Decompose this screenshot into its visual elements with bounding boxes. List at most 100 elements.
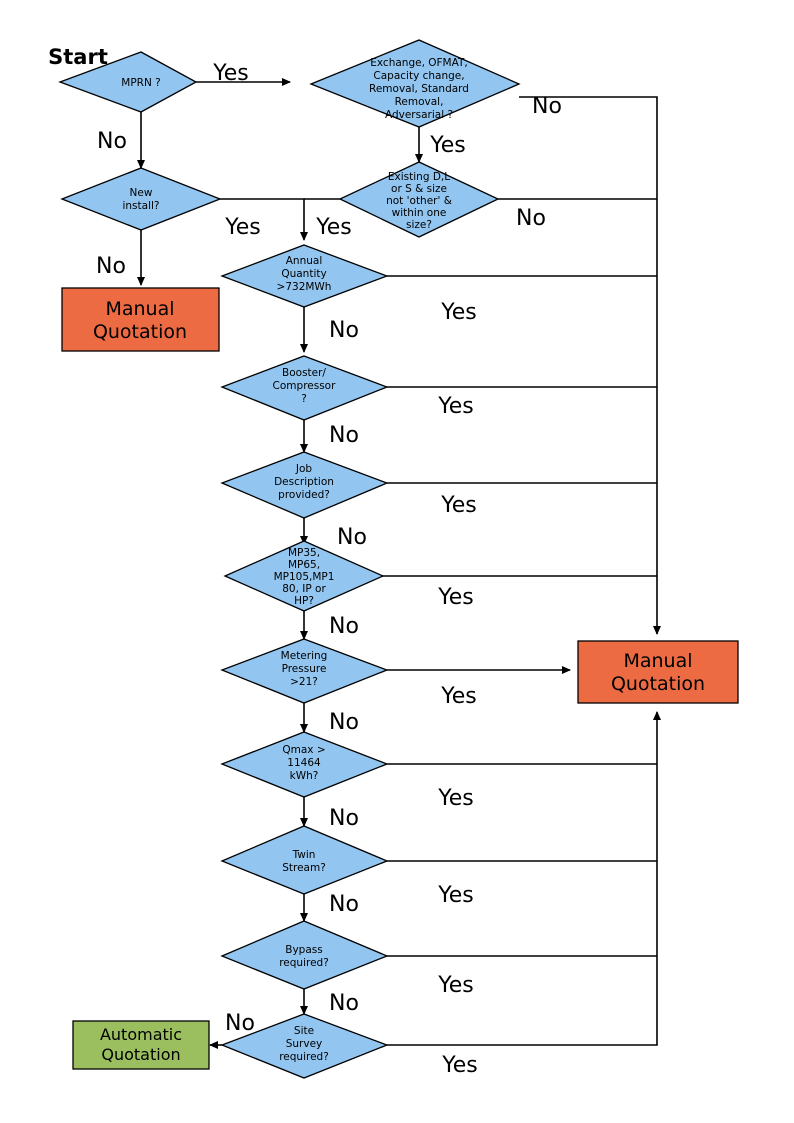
node-existing-line-1: or S & size	[391, 183, 447, 195]
edge-labels: Start Yes No No Yes Yes No Yes No Yes No…	[48, 45, 562, 1078]
decision-diamond-qmax[interactable]	[220, 731, 389, 798]
label-exchange-yes: Yes	[429, 133, 466, 158]
node-mpclass-line-4: HP?	[294, 595, 314, 607]
decision-diamond-booster[interactable]	[220, 355, 389, 421]
node-metering-line-1: Pressure	[282, 663, 327, 675]
decision-diamond-sitesurvey[interactable]	[220, 1013, 389, 1079]
node-booster-line-1: Compressor	[273, 380, 337, 392]
node-automatic-quotation[interactable]: Automatic Quotation	[72, 1020, 210, 1070]
label-exchange-no: No	[532, 94, 562, 119]
decision-diamond-metering[interactable]	[220, 638, 389, 704]
node-existing-line-4: size?	[406, 219, 432, 231]
node-annual-line-0: Annual	[286, 255, 323, 267]
decision-diamond-mprn[interactable]	[58, 51, 198, 113]
label-mpclass-no: No	[329, 614, 359, 639]
node-manual-right-line-1: Quotation	[611, 673, 705, 695]
node-mprn[interactable]: MPRN ?	[58, 51, 198, 113]
label-booster-no: No	[329, 423, 359, 448]
label-jobdesc-no: No	[337, 525, 367, 550]
node-exchange-line-1: Capacity change,	[373, 70, 464, 82]
node-manual-quotation-right[interactable]: Manual Quotation	[577, 640, 739, 704]
label-bypass-yes: Yes	[437, 973, 474, 998]
node-qmax-line-0: Qmax >	[282, 744, 325, 756]
node-booster-line-0: Booster/	[282, 367, 326, 379]
node-manual-quotation-left[interactable]: Manual Quotation	[61, 287, 220, 352]
terminal-box-manual-right[interactable]	[577, 640, 739, 704]
node-twin-line-1: Stream?	[282, 862, 326, 874]
label-sitesurvey-no: No	[225, 1011, 255, 1036]
decision-diamond-newinstall[interactable]	[60, 167, 222, 231]
node-twin-line-0: Twin	[292, 849, 316, 861]
edge-exchange-no	[519, 96, 661, 635]
label-booster-yes: Yes	[437, 394, 474, 419]
label-sitesurvey-yes: Yes	[441, 1053, 478, 1078]
label-bypass-no: No	[329, 991, 359, 1016]
node-annual-line-1: Quantity	[281, 268, 326, 280]
node-booster[interactable]: Booster/ Compressor ?	[220, 355, 389, 421]
decision-diamond-exchange[interactable]	[309, 39, 521, 128]
node-mprn-line-0: MPRN ?	[121, 77, 160, 89]
node-mpclass-line-3: 80, IP or	[282, 583, 326, 595]
label-twin-no: No	[329, 892, 359, 917]
node-exchange-line-2: Removal, Standard	[369, 83, 469, 95]
label-metering-no: No	[329, 710, 359, 735]
decision-diamond-twin[interactable]	[220, 825, 389, 895]
node-mpclass-line-2: MP105,MP1	[274, 571, 335, 583]
decision-diamond-existing[interactable]	[338, 161, 500, 238]
label-metering-yes: Yes	[440, 684, 477, 709]
node-bypass[interactable]: Bypass required?	[220, 920, 389, 990]
decision-diamond-jobdesc[interactable]	[220, 451, 389, 519]
node-existing[interactable]: Existing D,L or S & size not 'other' & w…	[338, 161, 500, 238]
node-metering-line-0: Metering	[281, 650, 328, 662]
node-manual-right-line-0: Manual	[623, 650, 692, 672]
node-automatic-line-0: Automatic	[100, 1025, 182, 1044]
node-mpclass-line-1: MP65,	[288, 559, 320, 571]
node-existing-line-0: Existing D,L	[388, 171, 450, 183]
edge-sitesurvey-yes	[387, 711, 661, 1046]
node-qmax[interactable]: Qmax > 11464 kWh?	[220, 731, 389, 798]
label-mprn-no: No	[97, 129, 127, 154]
node-jobdesc[interactable]: Job Description provided?	[220, 451, 389, 519]
node-sitesurvey-line-2: required?	[279, 1051, 329, 1063]
node-exchange-line-3: Removal,	[395, 96, 444, 108]
label-annual-no: No	[329, 318, 359, 343]
node-manual-left-line-1: Quotation	[93, 321, 187, 343]
node-automatic-line-1: Quotation	[101, 1045, 180, 1064]
node-exchange-line-4: Adversarial ?	[385, 109, 453, 121]
start-label: Start	[48, 45, 108, 69]
node-exchange[interactable]: Exchange, OFMAT, Capacity change, Remova…	[309, 39, 521, 128]
node-existing-line-3: within one	[392, 207, 447, 219]
label-qmax-yes: Yes	[437, 786, 474, 811]
node-qmax-line-1: 11464	[287, 757, 321, 769]
node-sitesurvey-line-1: Survey	[286, 1038, 323, 1050]
node-sitesurvey-line-0: Site	[294, 1025, 314, 1037]
label-twin-yes: Yes	[437, 883, 474, 908]
decision-diamond-annual[interactable]	[220, 244, 389, 308]
node-mpclass[interactable]: MP35, MP65, MP105,MP1 80, IP or HP?	[223, 540, 385, 612]
label-mpclass-yes: Yes	[437, 585, 474, 610]
node-annual[interactable]: Annual Quantity >732MWh	[220, 244, 389, 308]
node-booster-line-2: ?	[301, 393, 307, 405]
node-newinstall[interactable]: New install?	[60, 167, 222, 231]
label-existing-yes: Yes	[315, 215, 352, 240]
node-bypass-line-0: Bypass	[285, 944, 322, 956]
terminal-box-manual-left[interactable]	[61, 287, 220, 352]
terminal-box-automatic[interactable]	[72, 1020, 210, 1070]
node-jobdesc-line-2: provided?	[278, 489, 330, 501]
label-jobdesc-yes: Yes	[440, 493, 477, 518]
node-bypass-line-1: required?	[279, 957, 329, 969]
decision-diamond-mpclass[interactable]	[223, 540, 385, 612]
decision-diamond-bypass[interactable]	[220, 920, 389, 990]
node-metering[interactable]: Metering Pressure >21?	[220, 638, 389, 704]
node-twin[interactable]: Twin Stream?	[220, 825, 389, 895]
label-newinstall-no: No	[96, 254, 126, 279]
connectors	[137, 78, 661, 1049]
node-sitesurvey[interactable]: Site Survey required?	[220, 1013, 389, 1079]
node-manual-left-line-0: Manual	[105, 298, 174, 320]
node-mpclass-line-0: MP35,	[288, 547, 320, 559]
label-qmax-no: No	[329, 806, 359, 831]
node-jobdesc-line-1: Description	[274, 476, 334, 488]
node-annual-line-2: >732MWh	[277, 281, 332, 293]
